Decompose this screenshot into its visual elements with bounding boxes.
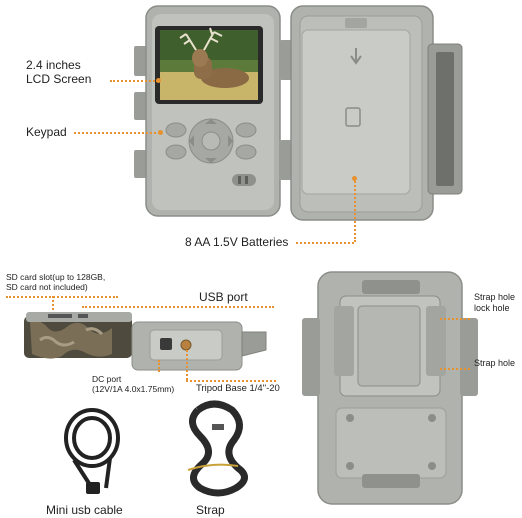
- label-sd-slot-line1: SD card slot(up to 128GB,: [6, 272, 106, 282]
- label-dc-port: DC port (12V/1A 4.0x1.75mm): [92, 374, 174, 394]
- label-usb-port: USB port: [199, 290, 248, 304]
- leader-strap-hole: [440, 368, 470, 370]
- label-lcd-screen: 2.4 inches LCD Screen: [26, 58, 91, 86]
- leader-batteries-v: [354, 178, 356, 242]
- leader-usb: [82, 306, 274, 308]
- label-tripod-base: Tripod Base 1/4"-20: [196, 383, 280, 394]
- leader-sd-v: [52, 296, 54, 310]
- label-batteries: 8 AA 1.5V Batteries: [185, 235, 289, 249]
- label-lcd-screen-line1: 2.4 inches: [26, 58, 81, 72]
- leader-strap-lock: [440, 318, 470, 320]
- label-strap-hole: Strap hole: [474, 358, 516, 368]
- label-strap: Strap: [196, 503, 225, 517]
- leader-dc: [158, 360, 160, 372]
- label-sd-slot-line2: SD card not included): [6, 282, 88, 292]
- leader-tripod-h: [186, 380, 276, 382]
- label-mini-usb-cable: Mini usb cable: [46, 503, 123, 517]
- camera-back-view: [302, 271, 478, 505]
- leader-lcd: [110, 80, 158, 82]
- leader-tripod: [186, 350, 188, 380]
- camera-bottom-view: [24, 312, 267, 371]
- leader-batteries-h: [296, 242, 354, 244]
- label-sd-slot: SD card slot(up to 128GB, SD card not in…: [6, 272, 105, 292]
- lcd-screen: [160, 27, 258, 100]
- leader-batteries-dot: [352, 176, 357, 181]
- label-dc-port-line2: (12V/1A 4.0x1.75mm): [92, 384, 175, 394]
- leader-keypad: [74, 132, 160, 134]
- leader-lcd-dot: [156, 78, 161, 83]
- label-strap-hole-lock: Strap hole lock hole: [474, 292, 516, 313]
- mini-usb-cable-illustration: [64, 408, 120, 494]
- keypad-buttons: [165, 118, 257, 186]
- label-dc-port-line1: DC port: [92, 374, 122, 384]
- leader-keypad-dot: [158, 130, 163, 135]
- label-lcd-screen-line2: LCD Screen: [26, 72, 92, 86]
- strap-illustration: [187, 400, 248, 497]
- label-keypad: Keypad: [26, 125, 67, 139]
- leader-sd: [6, 296, 118, 298]
- camera-front-open: [134, 5, 463, 221]
